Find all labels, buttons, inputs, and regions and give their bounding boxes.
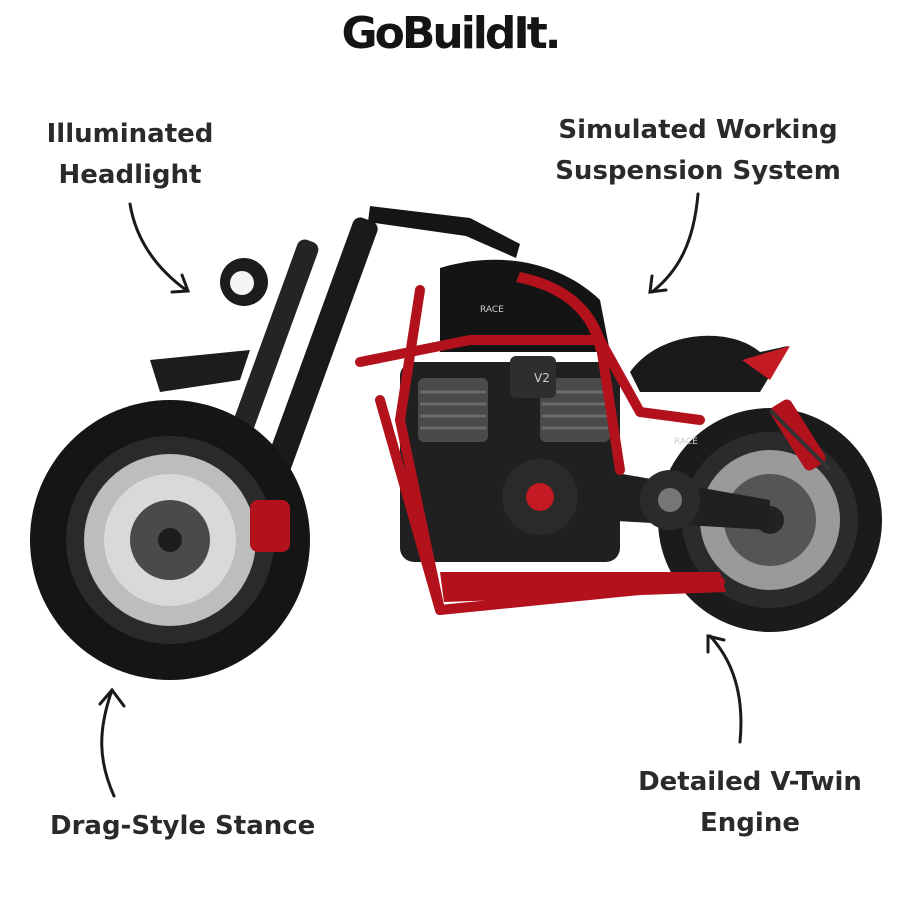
front-wheel xyxy=(30,400,310,680)
fairing-badge: RACE xyxy=(480,305,504,315)
seat xyxy=(630,335,788,392)
rear-shock-absorber xyxy=(768,399,832,472)
callout-drag-style-stance: Drag-Style Stance xyxy=(50,806,316,847)
callout-line: Illuminated xyxy=(46,119,214,149)
handlebar xyxy=(368,206,520,258)
callout-illuminated-headlight: Illuminated Headlight xyxy=(40,114,220,196)
model-badge: V2 xyxy=(534,371,550,385)
arrow-stance-icon xyxy=(98,687,126,798)
tail-fairing xyxy=(742,346,790,380)
bottom-red-rail xyxy=(440,572,726,602)
fuel-tank xyxy=(440,259,610,352)
callout-v-twin-engine: Detailed V-Twin Engine xyxy=(630,762,870,844)
swingarm-badge: RACE xyxy=(674,437,698,447)
front-fender xyxy=(150,350,250,392)
headlight xyxy=(220,258,268,306)
callout-line: Engine xyxy=(700,808,800,838)
arrow-suspension-icon xyxy=(648,192,700,294)
callout-line: Headlight xyxy=(58,160,202,190)
arrow-engine-icon xyxy=(706,634,743,744)
callout-line: Detailed V-Twin xyxy=(638,767,862,797)
brand-logo: GoBuildIt. xyxy=(341,8,562,59)
arrow-headlight-icon xyxy=(128,202,191,294)
callout-suspension-system: Simulated Working Suspension System xyxy=(548,110,848,192)
callout-line: Drag-Style Stance xyxy=(50,811,316,841)
callout-line: Simulated Working xyxy=(558,115,838,145)
callout-line: Suspension System xyxy=(555,156,841,186)
v-twin-engine xyxy=(400,356,700,562)
